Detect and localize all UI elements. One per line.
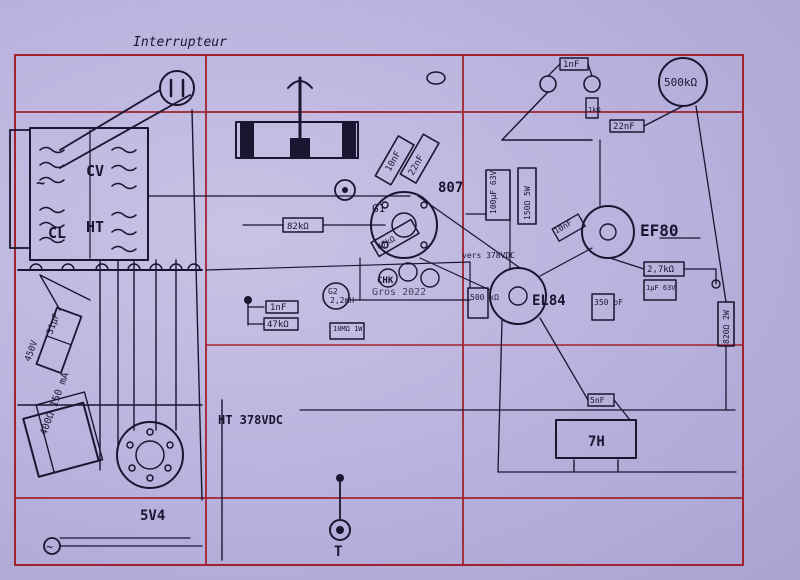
g2-coil (322, 282, 350, 310)
c-350pf (591, 293, 615, 321)
power-transformer (9, 89, 191, 261)
c1nf-b-label: 1nF (270, 303, 286, 313)
tube-ef80-socket (581, 205, 635, 259)
chk-label: CHK (377, 276, 394, 286)
output-label: T (334, 544, 342, 560)
pot-label: 500kΩ (664, 76, 697, 89)
tube-el84-label: EL84 (532, 293, 566, 309)
cap-1nf-label: 1nF (563, 60, 579, 70)
r820-label: 820Ω 2W (722, 310, 731, 344)
c22nf-label: 22nF (613, 122, 635, 132)
output-transformer (497, 419, 737, 473)
c10nf-label: 10nF (384, 150, 404, 174)
r-150 (517, 167, 537, 225)
c-22nf-807 (399, 133, 440, 184)
interrupteur-label: Interrupteur (133, 35, 227, 50)
g1-label: G1 (372, 202, 385, 215)
output-jack-top (334, 179, 356, 201)
ht-voltage-label: HT 378VDC (218, 413, 283, 427)
terminal-strip (17, 109, 203, 501)
c-1nf-top (539, 57, 601, 93)
cap-100uf-label: 100µF 63V (489, 170, 498, 214)
interconnect-wires (147, 139, 701, 301)
r-1k (585, 97, 599, 119)
c-10nf-ef80 (551, 213, 586, 242)
choke-label: 400Ω 150 mA (38, 371, 71, 437)
power-switch (159, 70, 195, 106)
output-terminal (329, 474, 351, 541)
transfo-label: 7H (588, 434, 605, 450)
r47k-label: 47kΩ (376, 234, 397, 252)
c350pf-label: 350 pF (594, 298, 623, 307)
top-fastener (426, 71, 446, 85)
cv-label: CV (86, 162, 104, 180)
rect-tube-label: 5V4 (140, 508, 165, 524)
g2-label: G2 (328, 287, 338, 296)
c-1uf (643, 279, 677, 301)
r82k-label: 82kΩ (287, 222, 309, 232)
r10m-label: 10MΩ 1W (333, 325, 363, 333)
red-frame (14, 54, 744, 566)
c1uf-label: 1µF 63V (646, 284, 676, 292)
tube-ef80-label: EF80 (640, 221, 679, 240)
vers-ht-label: vers 378VDC (462, 251, 515, 260)
c5nf-label: 5nF (590, 396, 605, 405)
filter-choke (22, 391, 104, 478)
c-1nf-g2 (265, 300, 299, 314)
mains-tilde-label: ~ (46, 540, 53, 554)
r-82k (242, 217, 386, 233)
c10nf-b-label: 10nF (553, 218, 574, 236)
tube-el84-socket (489, 267, 547, 325)
c-10nf-807 (374, 135, 415, 186)
r47k-b-label: 47kΩ (267, 320, 289, 330)
r150-label: 150Ω 5W (523, 186, 532, 220)
r1k-label: 1kΩ (588, 106, 601, 114)
r-47k-807 (370, 218, 420, 258)
c31uf-label: 31µF (45, 312, 62, 336)
r-500k (467, 287, 489, 319)
l2mh-label: 2,2mH (330, 296, 354, 305)
tube-807-label: 807 (438, 180, 463, 196)
filter-capacitor (35, 306, 83, 374)
chk-choke (378, 262, 440, 288)
rectifier-socket-5v4 (116, 421, 184, 489)
r-10m (329, 322, 365, 340)
tilde-label: ~ (36, 174, 45, 192)
r2k7-label: 2,7kΩ (647, 265, 675, 275)
chassis-bracket (235, 76, 359, 159)
mains-input (43, 537, 203, 555)
watermark: Gros 2022 (372, 287, 426, 298)
cl-label: CL (48, 224, 66, 242)
ht-label: HT (86, 218, 104, 236)
r500-label: 500 kΩ (470, 293, 499, 302)
cap-100uf (485, 169, 511, 221)
